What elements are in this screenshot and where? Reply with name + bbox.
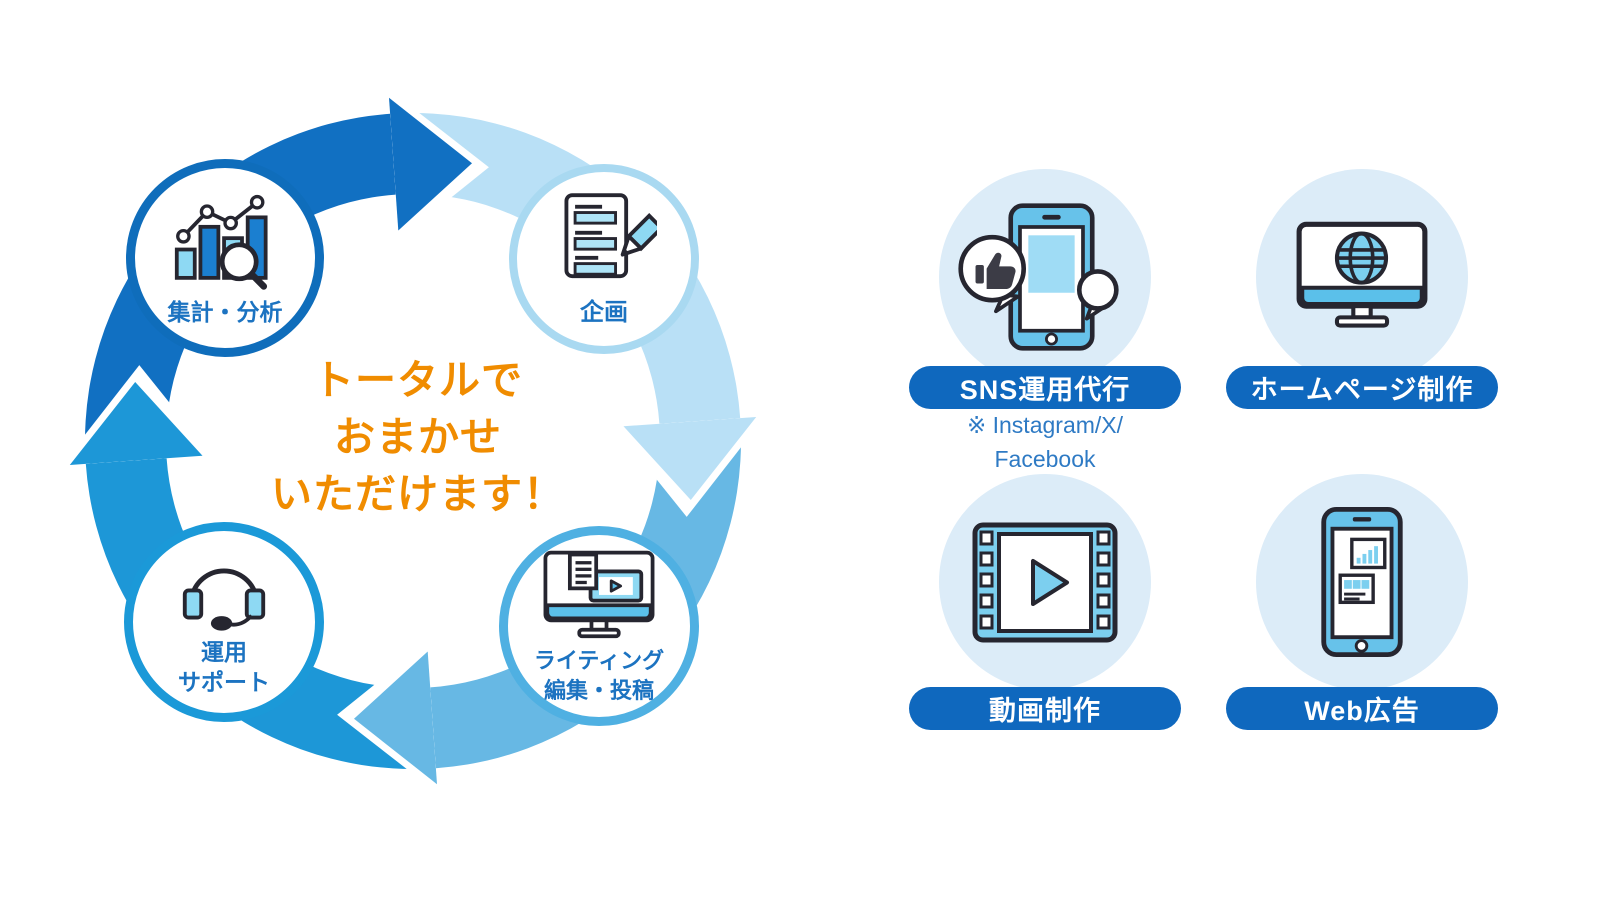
bar-chart-magnifier-icon	[174, 194, 268, 290]
service-label: Web広告	[1304, 696, 1420, 726]
sns-platforms-note: ※ Instagram/X/ Facebook	[909, 408, 1181, 476]
cycle-node-analysis: 集計・分析	[126, 159, 324, 357]
service-pill-webad: Web広告	[1226, 687, 1498, 730]
cycle-node-support: 運用 サポート	[124, 522, 324, 722]
service-blob-video	[939, 474, 1151, 690]
catch-copy-line: おまかせ	[334, 414, 502, 460]
node-label: 企画	[580, 299, 628, 327]
node-label: 運用	[201, 638, 247, 665]
cycle-node-planning: 企画	[509, 164, 699, 354]
node-label: ライティング	[533, 648, 665, 674]
service-label: 動画制作	[989, 696, 1101, 726]
node-label: サポート	[178, 669, 270, 695]
filmstrip-play-icon	[972, 522, 1118, 642]
note-line: ※ Instagram/X/	[966, 412, 1124, 438]
service-label: ホームページ制作	[1250, 375, 1474, 405]
node-label: 編集・投稿	[543, 677, 654, 703]
node-label: 集計・分析	[167, 298, 283, 325]
service-blob-website	[1256, 169, 1468, 385]
monitor-media-icon	[543, 551, 655, 639]
service-blob-webad	[1256, 474, 1468, 690]
service-pill-sns: SNS運用代行	[909, 366, 1181, 409]
ad-phone-icon	[1321, 506, 1403, 658]
cycle-node-writing: ライティング 編集・投稿	[499, 526, 699, 726]
center-catch-copy: トータルで おまかせ いただけます！	[253, 352, 583, 523]
service-label: SNS運用代行	[959, 375, 1131, 405]
website-monitor-icon	[1296, 221, 1428, 328]
note-line: Facebook	[994, 446, 1096, 472]
headset-icon	[182, 568, 266, 631]
service-blob-sns	[939, 169, 1151, 385]
catch-copy-line: トータルで	[313, 357, 523, 403]
catch-copy-line: いただけます！	[271, 471, 565, 517]
service-pill-website: ホームページ制作	[1226, 366, 1498, 409]
service-pill-video: 動画制作	[909, 687, 1181, 730]
sns-phone-icon	[958, 203, 1119, 351]
document-pencil-icon	[564, 193, 657, 279]
